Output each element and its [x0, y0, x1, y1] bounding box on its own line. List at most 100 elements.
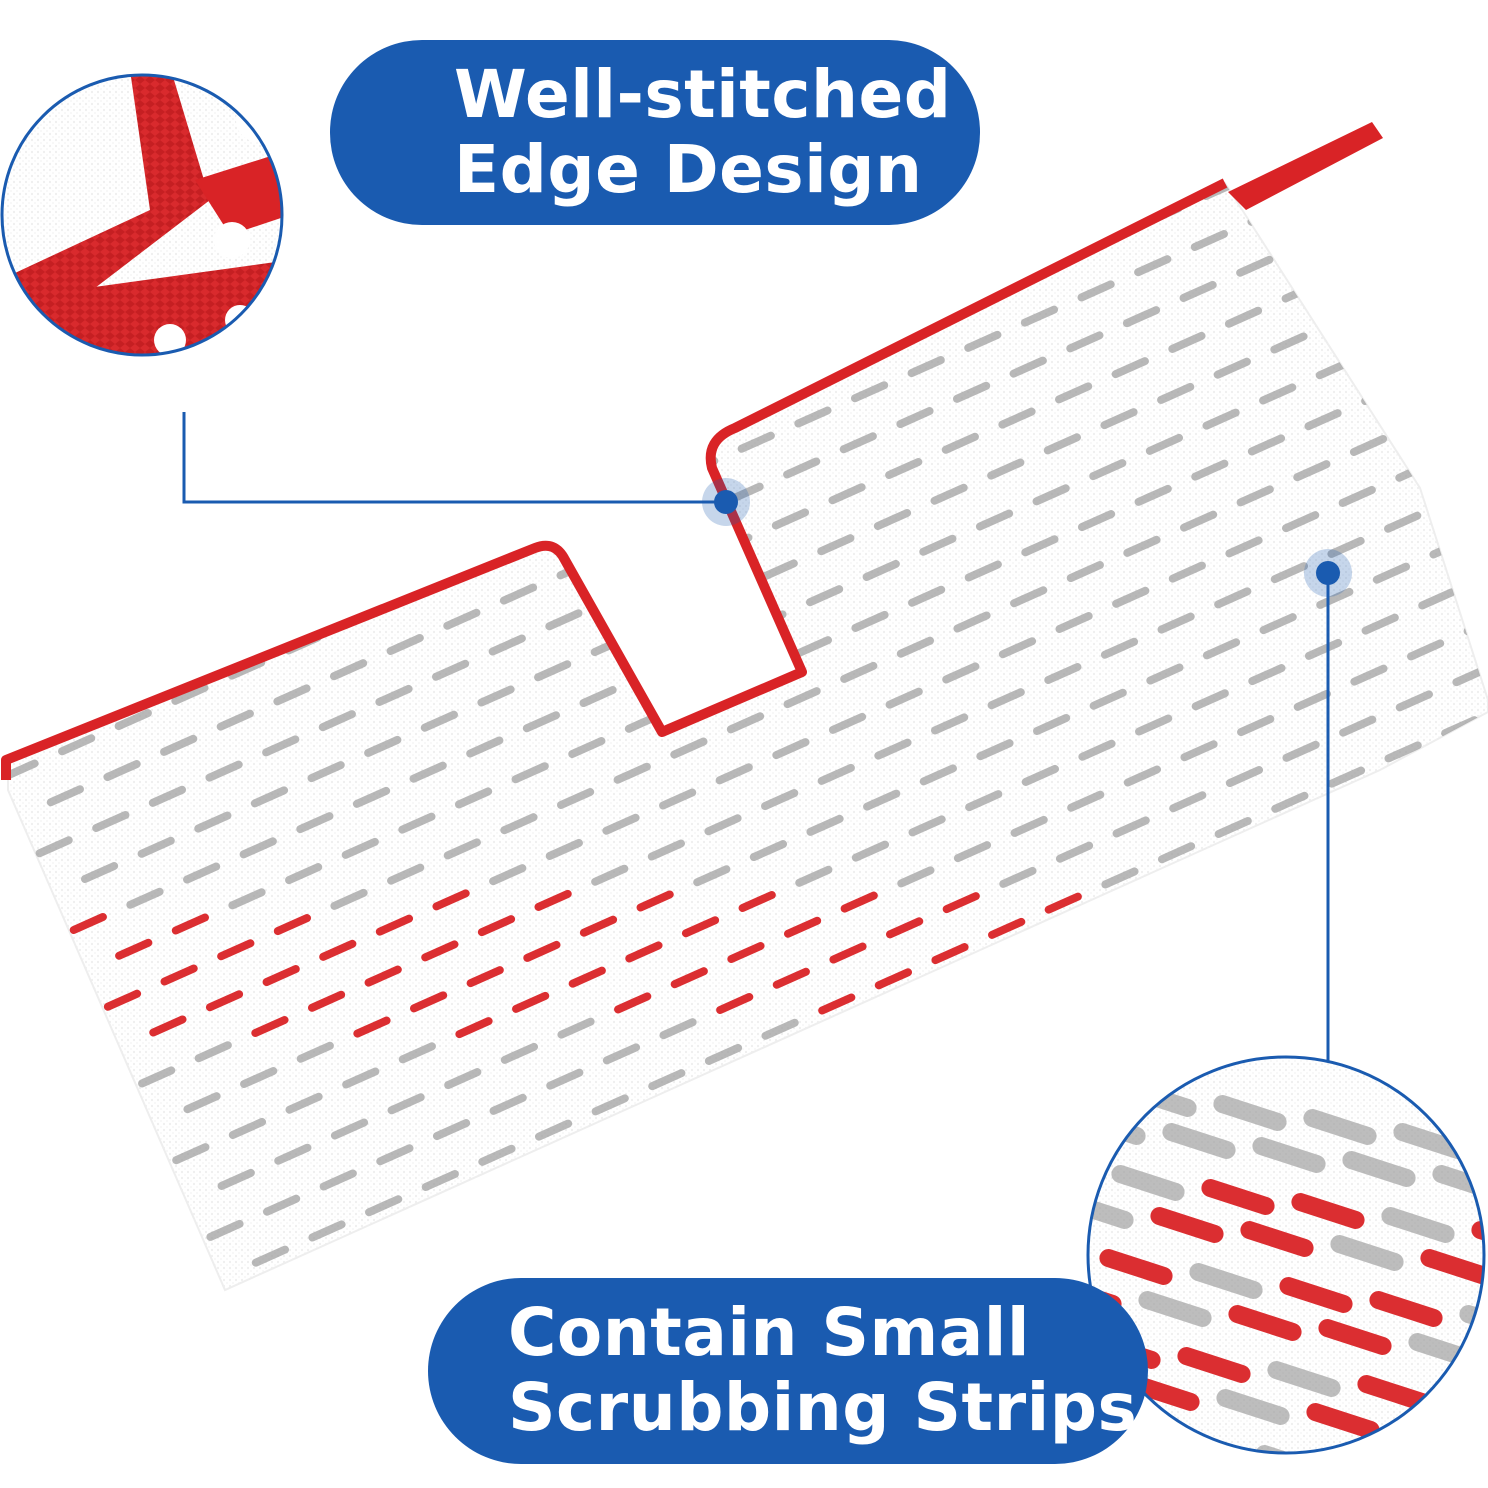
gray-fiber-strip	[693, 865, 731, 887]
gray-fiber-strip	[1327, 536, 1365, 558]
red-scrub-strip	[262, 965, 300, 987]
gray-fiber-strip	[262, 735, 300, 757]
gray-fiber-strip	[805, 585, 844, 607]
zoom-red-strip	[1240, 1221, 1314, 1257]
gray-fiber-strip	[692, 635, 730, 657]
gray-fiber-strip	[387, 1093, 425, 1115]
gray-fiber-strip	[398, 812, 436, 834]
red-scrub-strip	[1044, 892, 1082, 914]
gray-fiber-strip	[1078, 739, 1116, 761]
gray-fiber-strip	[500, 1042, 539, 1064]
gray-fiber-strip	[1213, 357, 1251, 379]
callout-edge-line2: Edge Design	[454, 130, 923, 208]
gray-fiber-strip	[613, 762, 651, 784]
gray-fiber-strip	[296, 812, 334, 834]
gray-fiber-strip	[952, 381, 991, 403]
gray-fiber-strip	[1259, 613, 1297, 635]
red-scrub-strip	[783, 916, 822, 938]
zoom-gray-strip	[1433, 1471, 1488, 1488]
gray-fiber-strip	[12, 708, 50, 730]
gray-fiber-strip	[999, 866, 1037, 888]
red-scrub-strip	[421, 940, 459, 962]
gray-fiber-strip	[896, 407, 934, 429]
gray-fiber-strip	[125, 658, 164, 680]
gray-fiber-strip	[1237, 715, 1275, 737]
gray-fiber-strip	[930, 483, 968, 505]
gray-fiber-strip	[648, 1069, 686, 1091]
gray-fiber-strip	[557, 1017, 595, 1039]
gray-fiber-strip	[964, 560, 1002, 582]
gray-fiber-strip	[307, 531, 345, 553]
red-scrub-strip	[818, 993, 856, 1015]
red-scrub-strip	[670, 967, 708, 989]
gray-fiber-strip	[1394, 231, 1433, 253]
gray-fiber-strip	[1100, 408, 1138, 430]
gray-fiber-strip	[341, 837, 379, 859]
gray-fiber-strip	[1202, 638, 1241, 660]
gray-fiber-strip	[216, 709, 254, 731]
gray-fiber-strip	[329, 659, 368, 681]
red-scrub-strip	[614, 992, 652, 1014]
gray-fiber-strip	[1214, 816, 1252, 839]
zoom-gray-strip	[1330, 1235, 1404, 1271]
gray-fiber-strip	[1269, 102, 1309, 126]
gray-fiber-strip	[250, 786, 289, 808]
callout-strips-line1: Contain Small	[508, 1294, 1031, 1372]
gray-fiber-strip	[601, 584, 640, 606]
zoom-red-strip	[1318, 1319, 1392, 1355]
zoom-gray-strip	[1111, 1165, 1185, 1201]
gray-fiber-strip	[1032, 484, 1070, 506]
gray-fiber-strip	[817, 534, 855, 556]
gray-fiber-strip	[828, 483, 866, 505]
gray-fiber-strip	[919, 764, 957, 786]
gray-fiber-strip	[35, 836, 73, 858]
gray-fiber-strip	[1212, 127, 1252, 151]
gray-fiber-strip	[771, 508, 810, 530]
marker-dot-edge	[702, 478, 750, 526]
gray-fiber-strip	[783, 687, 821, 709]
red-scrub-strip	[534, 889, 572, 911]
gray-fiber-strip	[1179, 280, 1217, 302]
gray-fiber-strip	[1145, 433, 1184, 455]
gray-fiber-strip	[1451, 435, 1488, 457]
zoom-gray-strip	[1484, 1429, 1488, 1470]
gray-fiber-strip	[1021, 764, 1059, 786]
gray-fiber-strip	[715, 763, 753, 785]
red-scrub-strip	[829, 942, 867, 964]
gray-fiber-strip	[319, 1169, 357, 1191]
gray-fiber-strip	[1122, 306, 1161, 328]
zoom-red-strip	[1447, 1389, 1484, 1425]
gray-fiber-strip	[285, 863, 323, 885]
gray-fiber-strip	[578, 456, 617, 478]
gray-fiber-strip	[851, 610, 889, 632]
gray-fiber-strip	[602, 1043, 641, 1065]
red-scrub-strip	[319, 939, 357, 961]
gray-fiber-strip	[1191, 689, 1229, 711]
gray-fiber-strip	[907, 356, 945, 378]
gray-fiber-strip	[1157, 842, 1196, 864]
gray-fiber-strip	[206, 1219, 244, 1241]
gray-fiber-strip	[1382, 51, 1422, 75]
gray-fiber-strip	[839, 432, 877, 454]
gray-fiber-strip	[1157, 382, 1195, 404]
gray-fiber-strip	[444, 1068, 482, 1090]
red-scrub-strip	[115, 938, 153, 960]
gray-fiber-strip	[1135, 714, 1173, 736]
gray-fiber-strip	[761, 789, 799, 811]
gray-fiber-strip	[1224, 306, 1263, 328]
zoom-red-strip	[1306, 1403, 1380, 1439]
zoom-red-strip	[1099, 1249, 1173, 1285]
gray-fiber-strip	[591, 864, 629, 886]
gray-fiber-strip	[1451, 205, 1488, 227]
gray-fiber-strip	[874, 738, 912, 760]
gray-fiber-strip	[568, 736, 606, 759]
gray-fiber-strip	[806, 814, 844, 836]
red-edge-binding	[1, 178, 1228, 780]
gray-fiber-strip	[828, 712, 867, 734]
gray-fiber-strip	[647, 839, 686, 861]
gray-fiber-strip	[1304, 409, 1342, 431]
gray-fiber-strip	[794, 636, 832, 658]
gray-fiber-strip	[1372, 562, 1411, 584]
gray-fiber-strip	[795, 865, 833, 887]
